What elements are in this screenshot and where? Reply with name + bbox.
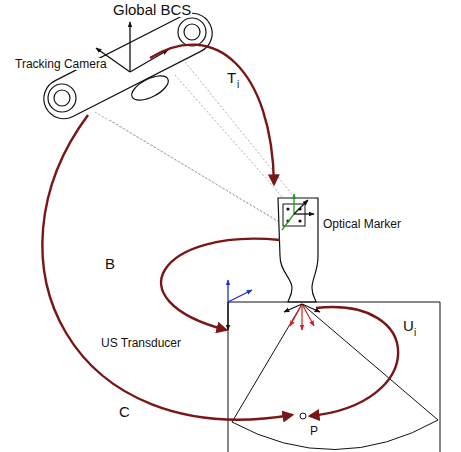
transducer-axes: [228, 280, 252, 330]
point-name: P: [309, 425, 319, 437]
us-probe: [278, 198, 318, 302]
part-name: Optical Marker: [322, 218, 402, 230]
image-plane: [228, 302, 440, 452]
part-name: Tracking Camera: [14, 58, 108, 70]
optical-marker: [282, 194, 314, 230]
beam-axes: [284, 304, 320, 330]
transform-subscript: i: [413, 328, 417, 338]
transform-symbol: B: [104, 256, 116, 271]
point-p: [300, 413, 306, 419]
part-name: US Transducer: [100, 337, 182, 349]
transform-subscript: i: [236, 80, 240, 90]
transform-arrows: [42, 45, 398, 420]
system-name: Global BCS: [112, 2, 192, 17]
transform-symbol: C: [118, 404, 131, 419]
